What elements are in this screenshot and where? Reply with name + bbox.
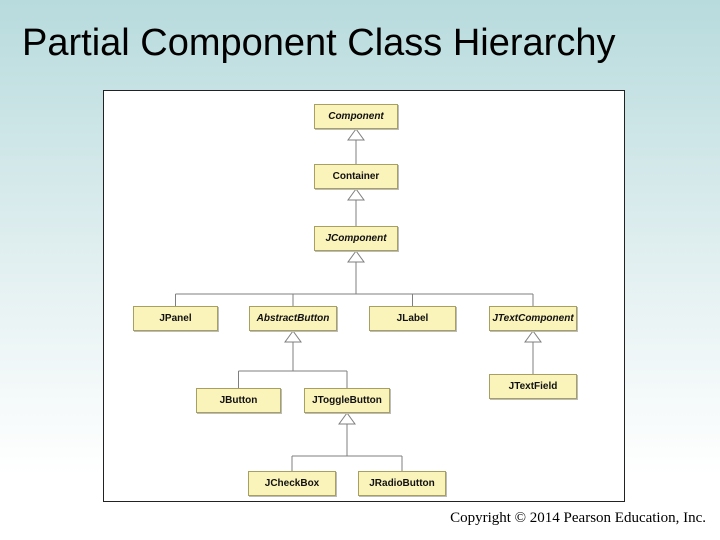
class-box-container: Container — [314, 164, 398, 189]
class-box-jpanel: JPanel — [133, 306, 218, 331]
inheritance-triangle-icon — [347, 128, 365, 141]
class-box-jtextfield: JTextField — [489, 374, 577, 399]
class-box-jlabel: JLabel — [369, 306, 456, 331]
slide-title: Partial Component Class Hierarchy — [22, 22, 616, 64]
inheritance-triangle-icon — [524, 330, 542, 343]
class-box-jradiobutton: JRadioButton — [358, 471, 446, 496]
class-box-jtextcomponent: JTextComponent — [489, 306, 577, 331]
class-box-jtogglebutton: JToggleButton — [304, 388, 390, 413]
class-box-jcomponent: JComponent — [314, 226, 398, 251]
class-box-jbutton: JButton — [196, 388, 281, 413]
inheritance-triangle-icon — [347, 188, 365, 201]
inheritance-triangle-icon — [338, 412, 356, 425]
inheritance-triangle-icon — [284, 330, 302, 343]
copyright-notice: Copyright © 2014 Pearson Education, Inc. — [450, 510, 706, 526]
class-box-abstractbutton: AbstractButton — [249, 306, 337, 331]
inheritance-connectors — [175, 128, 542, 471]
class-box-jcheckbox: JCheckBox — [248, 471, 336, 496]
inheritance-triangle-icon — [347, 250, 365, 263]
class-box-component: Component — [314, 104, 398, 129]
